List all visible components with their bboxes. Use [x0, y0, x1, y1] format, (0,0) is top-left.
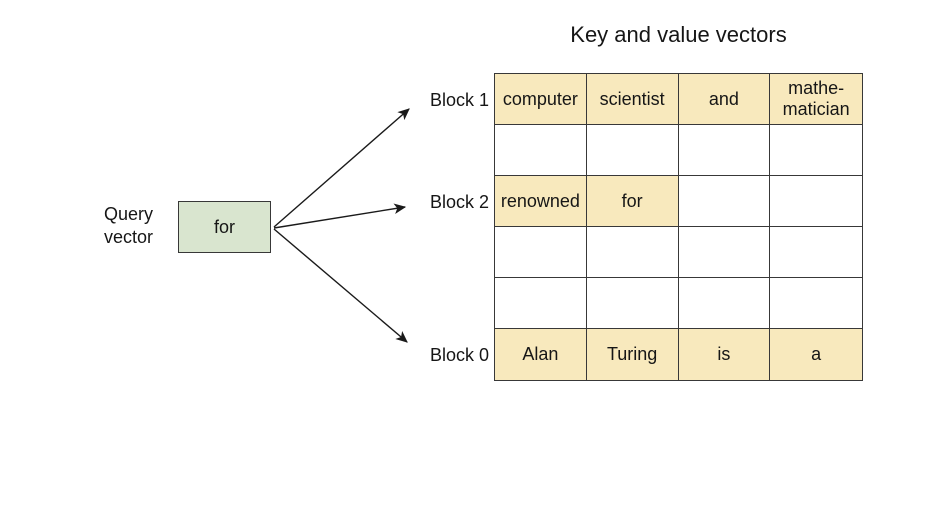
table-cell-r5-c1: Turing	[586, 329, 679, 380]
table-cell-r0-c3: mathe- matician	[770, 74, 862, 125]
table-cell-r4-c0	[495, 278, 587, 329]
table-cell-r2-c1: for	[586, 176, 679, 227]
table-cell-r3-c2	[678, 227, 771, 278]
diagram-title: Key and value vectors	[570, 22, 787, 47]
arrow-to-block-1-icon	[273, 108, 410, 228]
table-cell-r1-c3	[770, 125, 862, 176]
table-cell-r1-c2	[678, 125, 771, 176]
table-cell-r3-c1	[586, 227, 679, 278]
table-cell-r2-c3	[770, 176, 862, 227]
table-cell-r0-c1: scientist	[586, 74, 679, 125]
table-cell-r0-c2: and	[678, 74, 771, 125]
table-cell-r2-c0: renowned	[495, 176, 587, 227]
query-vector-box: for	[178, 201, 271, 253]
block-2-label: Block 2	[429, 192, 489, 212]
table-cell-r4-c3	[770, 278, 862, 329]
table-cell-r3-c3	[770, 227, 862, 278]
block-0-label: Block 0	[429, 345, 489, 365]
table-cell-r1-c0	[495, 125, 587, 176]
arrow-to-block-2-icon	[273, 203, 407, 229]
table-cell-r1-c1	[586, 125, 679, 176]
table-cell-r5-c2: is	[678, 329, 771, 380]
table-cell-r3-c0	[495, 227, 587, 278]
arrow-to-block-0-icon	[273, 228, 408, 343]
query-vector-label: Query vector	[104, 204, 154, 247]
block-1-label: Block 1	[429, 90, 489, 110]
table-cell-r2-c2	[678, 176, 771, 227]
table-cell-r0-c0: computer	[495, 74, 587, 125]
table-cell-r4-c1	[586, 278, 679, 329]
table-cell-r5-c0: Alan	[495, 329, 587, 380]
query-box-text: for	[213, 216, 235, 237]
table-cell-r5-c3: a	[770, 329, 862, 380]
table-cell-r4-c2	[678, 278, 771, 329]
